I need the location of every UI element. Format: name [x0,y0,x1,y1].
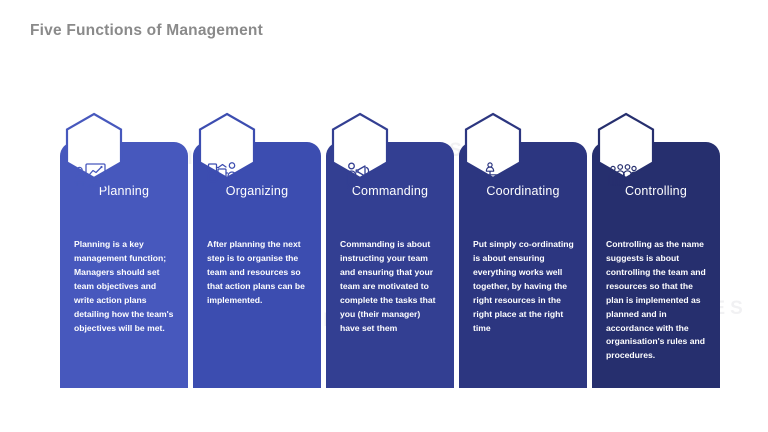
function-cards-row: Planning Planning is a key management fu… [60,112,720,388]
person-megaphone-icon [326,142,388,210]
card-title: Organizing [225,184,289,198]
page-title: Five Functions of Management [30,22,263,39]
card-organizing[interactable]: Organizing After planning the next step … [193,112,321,388]
card-background: Commanding Commanding is about instructi… [326,142,454,388]
card-commanding[interactable]: Commanding Commanding is about instructi… [326,112,454,388]
hexagon-badge [329,112,391,180]
card-body-text: Put simply co-ordinating is about ensuri… [473,239,574,333]
card-background: Coordinating Put simply co-ordinating is… [459,142,587,388]
card-controlling[interactable]: Controlling Controlling as the name sugg… [592,112,720,388]
card-background: Organizing After planning the next step … [193,142,321,388]
card-body-text: After planning the next step is to organ… [207,239,305,305]
presentation-chart-person-icon [60,142,122,210]
card-body-text: Commanding is about instructing your tea… [340,239,436,333]
card-background: Planning Planning is a key management fu… [60,142,188,388]
person-puzzle-blocks-icon [193,142,255,210]
card-body-text: Controlling as the name suggests is abou… [606,239,706,361]
hexagon-badge [462,112,524,180]
card-body-text: Planning is a key management function; M… [74,239,174,333]
card-planning[interactable]: Planning Planning is a key management fu… [60,112,188,388]
card-title: Commanding [351,184,429,198]
card-title: Coordinating [486,184,560,198]
hexagon-badge [595,112,657,180]
card-title: Planning [98,184,150,198]
card-title: Controlling [625,184,687,198]
group-of-people-icon [592,142,654,210]
hexagon-badge [196,112,258,180]
card-coordinating[interactable]: Coordinating Put simply co-ordinating is… [459,112,587,388]
org-chart-hierarchy-icon [459,142,521,210]
